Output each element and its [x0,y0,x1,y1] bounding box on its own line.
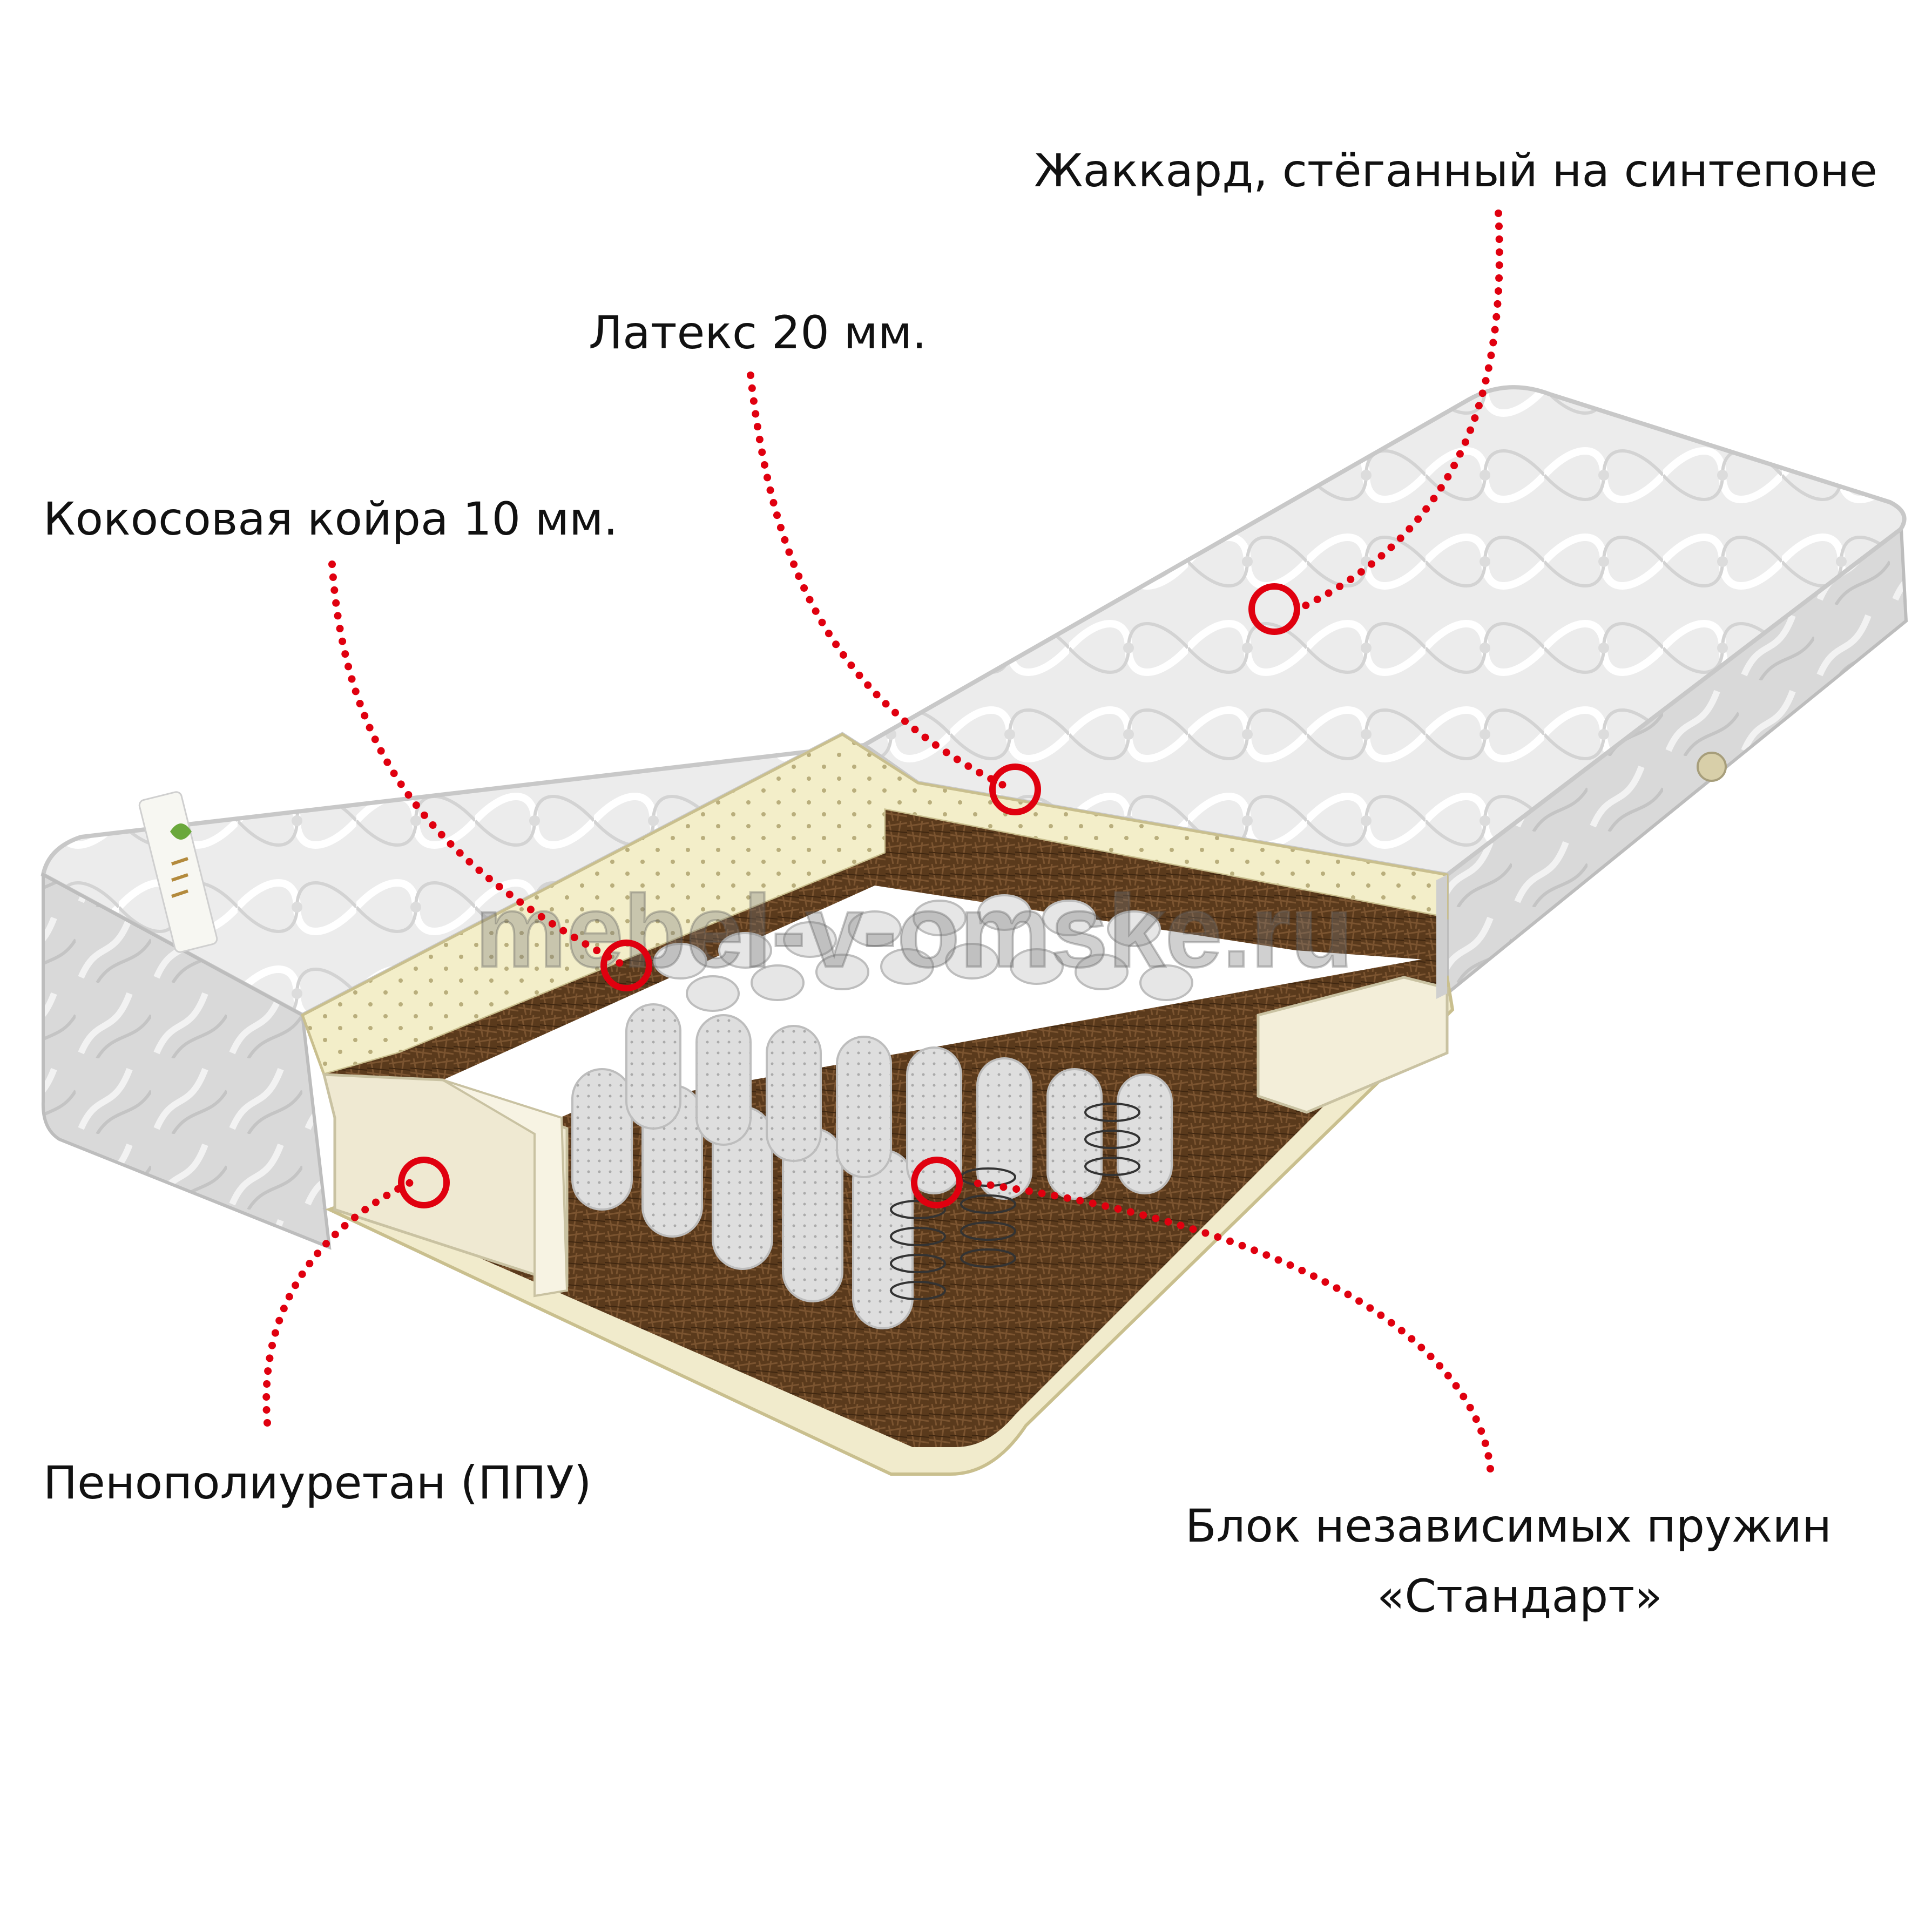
mattress-left-side [41,872,332,1250]
label-springs-line2: «Стандарт» [1377,1570,1663,1623]
side-button-icon [1697,752,1727,782]
leader-coir [328,560,630,970]
foam-perimeter-left-front [442,1079,569,1298]
brand-logo-icon [138,791,218,953]
spring-block [571,894,1193,1329]
label-latex: Латекс 20 мм. [589,306,927,359]
leader-springs [968,1179,1494,1472]
top-coir-layer [324,810,1447,1118]
foam-perimeter-right [1257,976,1449,1114]
label-jacquard: Жаккард, стёганный на синтепоне [1034,144,1877,197]
leader-lines [262,210,1503,1472]
spring-pocket-row [625,1003,1173,1200]
circle-marker-icon [911,1157,963,1208]
markers [398,583,1300,1208]
circle-marker-icon [600,940,652,991]
mattress [40,385,1908,1250]
label-springs-line1: Блок независимых пружин [1185,1499,1832,1552]
leader-jacquard [1292,210,1503,614]
cut-cover-edge [1436,875,1447,999]
mattress-top-cover [860,385,1907,877]
watermark: mebel-v-omske.ru [475,874,1353,989]
spring-pocket-tops [653,894,1193,1012]
labels: Жаккард, стёганный на синтепоне Латекс 2… [43,144,1877,1623]
label-foam: Пенополиуретан (ППУ) [43,1456,592,1509]
circle-marker-icon [1248,583,1300,635]
circle-marker-icon [398,1157,450,1208]
leader-latex [747,371,1014,792]
label-coir: Кокосовая койра 10 мм. [43,492,618,545]
leader-foam [262,1179,414,1427]
circle-marker-icon [989,764,1041,815]
